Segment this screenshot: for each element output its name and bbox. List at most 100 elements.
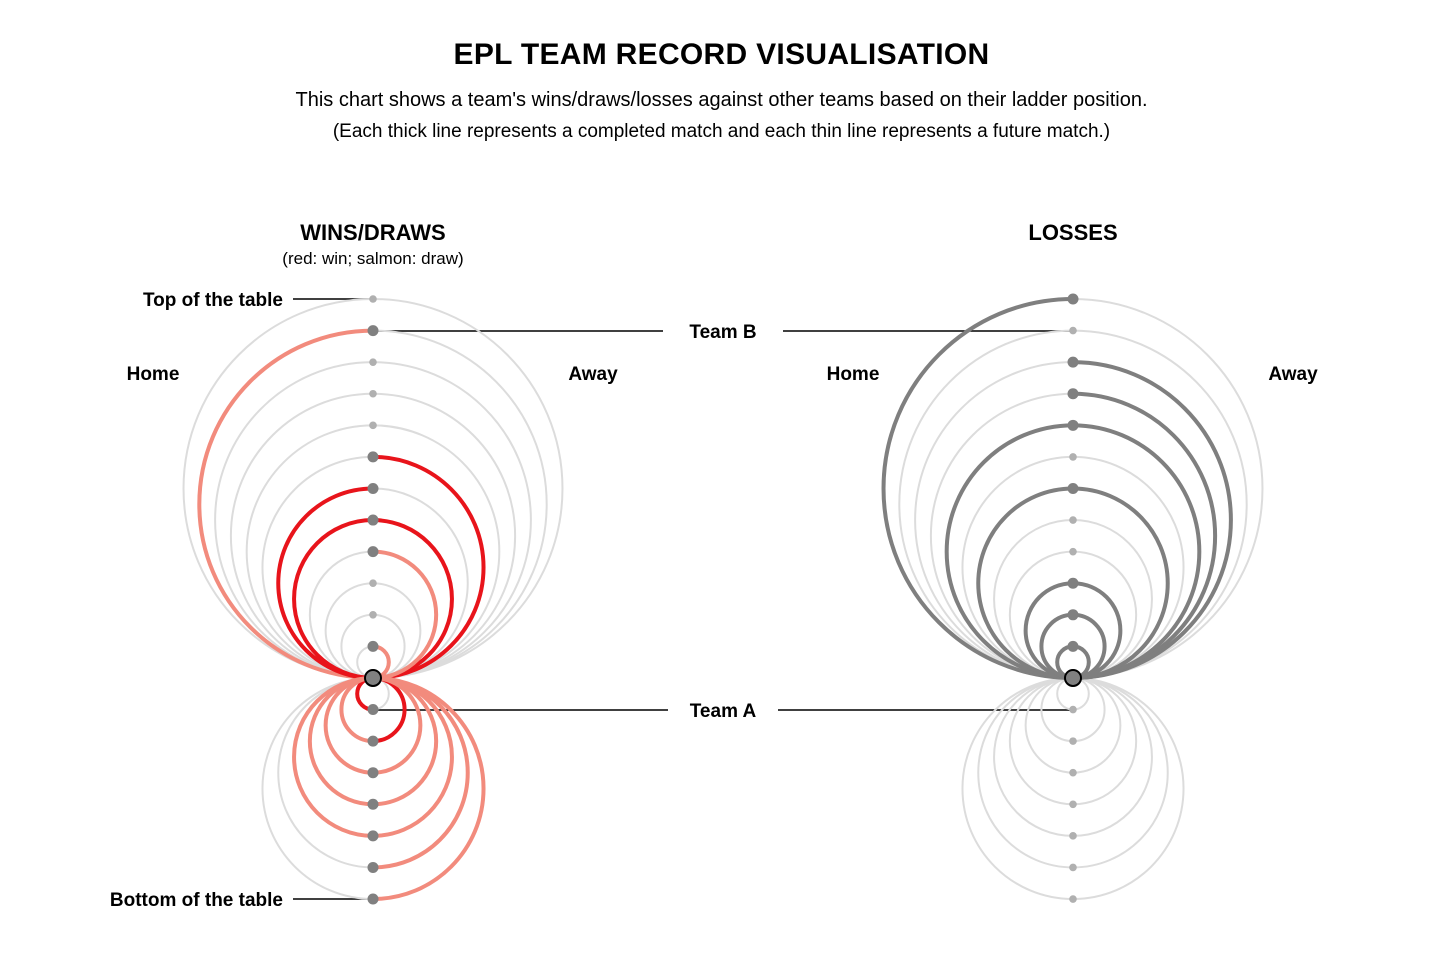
arc-away-pos-9-future [1072,550,1138,679]
arc-home-pos-15-future [1040,676,1074,743]
arc-home-pos-20-future [261,676,374,901]
team-a-dot [1064,668,1082,687]
arc-away-pos-15-future [1072,676,1106,743]
arc-home-pos-7-win [276,486,375,680]
arc-home-pos-11-loss [1039,612,1075,680]
arc-home-pos-17-future [1008,676,1074,806]
position-dot-17 [367,798,379,810]
bottom-of-table-label: Bottom of the table [110,890,283,911]
position-dot-12 [367,640,379,652]
position-dot-2 [367,325,379,337]
wins-draws-title: WINS/DRAWS [300,220,445,245]
arc-home-pos-11-future [340,613,374,679]
position-dot-17 [1069,800,1077,809]
wins-draws-legend: (red: win; salmon: draw) [282,249,463,268]
arc-away-pos-9-draw [371,549,439,680]
team-a-dot [364,668,382,687]
position-dot-1 [1067,293,1079,305]
position-dot-10 [1067,577,1079,589]
position-dot-14 [1069,705,1077,714]
position-dot-19 [1069,863,1077,872]
arc-away-pos-1-future [1072,298,1264,679]
arc-home-pos-5-future [245,424,374,679]
arc-away-pos-1-future [372,298,564,679]
arc-home-pos-10-loss [1023,581,1075,680]
position-dot-19 [367,861,379,873]
position-dot-9 [1069,547,1077,556]
position-dot-16 [1069,768,1077,777]
arc-away-pos-20-draw [371,675,486,902]
right-away-label: Away [1268,364,1318,385]
position-dot-6 [367,451,379,463]
arc-away-pos-5-loss [1071,423,1202,680]
arc-away-pos-3-future [372,361,532,679]
position-dot-5 [1067,419,1079,431]
team-a-label: Team A [690,701,757,722]
arc-home-pos-19-future [277,676,374,869]
arc-away-pos-4-loss [1071,391,1218,680]
position-dot-15 [1069,737,1077,745]
arc-away-pos-6-win [371,454,486,680]
position-dot-18 [1069,832,1077,840]
arc-away-pos-2-future [372,329,548,679]
position-dot-6 [1069,453,1077,461]
left-home-label: Home [127,364,180,385]
arc-home-pos-9-future [1008,550,1074,679]
position-dot-10 [369,579,377,588]
arc-home-pos-1-future [182,298,374,679]
arc-home-pos-2-draw [197,328,375,680]
losses-arcs [881,297,1264,901]
position-dot-12 [1067,640,1079,652]
position-dot-11 [369,611,377,619]
left-away-label: Away [568,364,618,385]
position-dot-9 [367,546,379,558]
position-dot-3 [369,358,377,366]
losses-title: LOSSES [1028,220,1117,245]
wins-draws-dots [364,295,382,905]
arc-away-pos-18-future [1072,676,1153,837]
arc-away-pos-16-future [1072,676,1122,774]
position-dot-16 [367,767,379,779]
top-of-table-label: Top of the table [143,290,283,311]
right-home-label: Home [827,364,880,385]
arc-home-pos-8-win [292,518,375,680]
position-dot-14 [367,704,379,716]
team-b-label: Team B [689,322,756,343]
arc-home-pos-3-future [214,361,374,679]
arc-home-pos-1-loss [881,297,1075,680]
arc-away-pos-10-loss [1071,581,1123,680]
arc-away-pos-20-future [1072,676,1185,901]
arc-away-pos-8-win [371,518,454,680]
position-dot-4 [369,389,377,398]
arc-home-pos-6-future [261,455,374,679]
arc-home-pos-5-loss [944,423,1075,680]
position-dot-20 [367,893,379,905]
position-dot-20 [1069,895,1077,903]
position-dot-7 [1067,482,1079,494]
arc-away-pos-3-loss [1071,360,1233,680]
arc-home-pos-18-draw [292,675,375,838]
wins-draws-arcs [182,298,564,902]
arc-home-pos-4-future [229,392,374,679]
arc-home-pos-3-future [914,361,1074,679]
arc-home-pos-18-future [993,676,1074,837]
arc-away-pos-17-future [1072,676,1138,806]
page-title: EPL TEAM RECORD VISUALISATION [453,38,990,71]
arc-away-pos-7-loss [1071,486,1170,680]
position-dot-18 [367,830,379,842]
arc-away-pos-11-loss [1071,612,1107,680]
losses-dots [1064,293,1082,903]
position-dot-3 [1067,356,1079,368]
position-dot-8 [1069,516,1077,524]
arc-home-pos-4-future [929,392,1074,679]
page-note: (Each thick line represents a completed … [332,121,1111,142]
position-dot-5 [369,421,377,430]
arc-away-pos-19-future [1072,676,1169,869]
arc-home-pos-20-future [961,676,1074,901]
arc-home-pos-10-future [324,582,374,679]
position-dot-11 [1067,609,1079,621]
arc-home-pos-19-future [977,676,1074,869]
position-dot-1 [369,295,377,303]
position-dot-4 [1067,388,1079,400]
arc-home-pos-16-future [1024,676,1074,774]
